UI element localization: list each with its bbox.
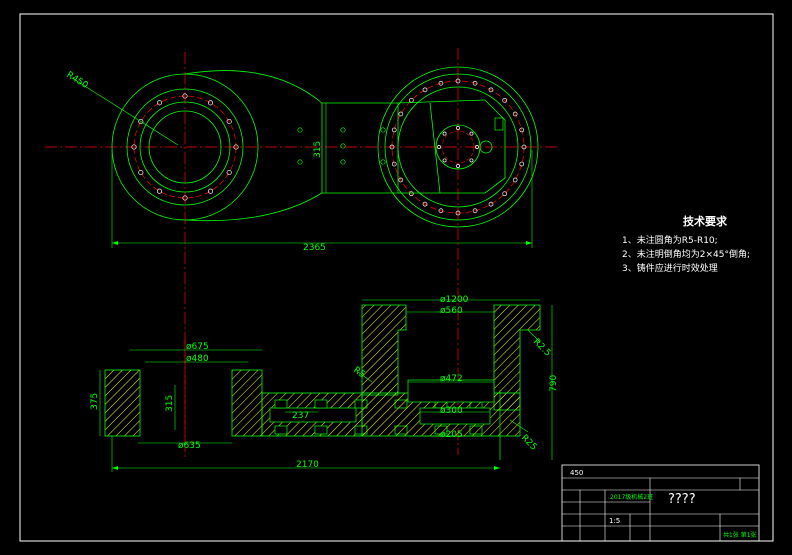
- arm-hole-icon: [297, 159, 303, 165]
- bolt-hole-icon: [502, 97, 508, 103]
- dim-d472-label: ø472: [440, 374, 463, 384]
- right-tower-section: [361, 304, 407, 396]
- bolt-hole-icon: [389, 144, 395, 150]
- right-inner-bolt-holes: [437, 126, 479, 168]
- bolt-hole-icon: [437, 145, 441, 149]
- bolt-hole-icon: [456, 164, 460, 168]
- bolt-hole-icon: [156, 188, 163, 194]
- arm-hole-icon: [380, 159, 386, 165]
- bolt-hole-icon: [512, 177, 518, 183]
- left-bolt-holes: [131, 93, 239, 201]
- bolt-hole-icon: [138, 118, 144, 125]
- dim-d480-label: ø480: [186, 354, 209, 364]
- title-block-top-label: 450: [570, 469, 583, 477]
- dim-237-label: 237: [292, 411, 309, 421]
- bolt-hole-icon: [398, 177, 404, 183]
- slot-hole: [274, 399, 288, 409]
- bolt-hole-icon: [422, 87, 428, 93]
- dim-r2-5-label: R2.5: [531, 337, 553, 359]
- bolt-hole-icon: [519, 127, 525, 133]
- title-block-title: ????: [668, 492, 696, 507]
- dim-d205-label: ø205: [440, 430, 463, 440]
- bolt-hole-icon: [469, 158, 474, 163]
- arm-hole-icon: [340, 159, 346, 165]
- bolt-hole-icon: [438, 80, 444, 86]
- bolt-hole-icon: [156, 100, 163, 106]
- right-boss-outer: [377, 66, 539, 228]
- tech-note-1: 1、未注圆角为R5-R10;: [622, 234, 718, 246]
- bolt-hole-icon: [438, 208, 444, 214]
- bolt-hole-icon: [131, 144, 137, 150]
- bolt-hole-icon: [391, 127, 397, 133]
- bolt-hole-icon: [391, 161, 397, 167]
- bolt-hole-icon: [408, 191, 414, 197]
- arm-hole-icon: [297, 127, 303, 133]
- bolt-hole-icon: [207, 188, 214, 194]
- bolt-hole-icon: [442, 131, 447, 136]
- arm-mounting-holes: [297, 127, 386, 165]
- title-block-sheet: 共1张 第1张: [723, 531, 757, 539]
- bolt-hole-icon: [472, 80, 478, 86]
- arm-hole-icon: [340, 143, 346, 149]
- bolt-hole-icon: [398, 111, 404, 117]
- slot-hole: [314, 425, 328, 435]
- bolt-hole-icon: [519, 161, 525, 167]
- tech-note-2: 2、未注明倒角均为2×45°倒角;: [622, 248, 750, 260]
- dim-790-label: 790: [549, 375, 559, 392]
- title-block-scale: 1:5: [609, 517, 620, 525]
- dim-r25-label: R25: [519, 433, 539, 453]
- bolt-hole-icon: [442, 158, 447, 163]
- dim-2170-label: 2170: [296, 460, 319, 470]
- drawing-border: [19, 13, 774, 542]
- bolt-hole-icon: [138, 169, 144, 176]
- bolt-hole-icon: [226, 118, 232, 125]
- bolt-hole-icon: [226, 169, 232, 176]
- dim-315-section-label: 315: [165, 395, 175, 412]
- tech-notes-title: 技术要求: [683, 214, 728, 228]
- dim-d560-label: ø560: [440, 306, 463, 316]
- dim-d300-label: ø300: [440, 406, 463, 416]
- left-boss-inner: [126, 88, 244, 206]
- dim-2365-label: 2365: [303, 243, 326, 253]
- slot-hole: [314, 399, 328, 409]
- bolt-hole-icon: [488, 201, 494, 207]
- bolt-hole-icon: [233, 144, 239, 150]
- bolt-hole-icon: [512, 111, 518, 117]
- section-view: ø1200 ø560 ø675 ø480 ø472 ø300 ø205 ø635…: [90, 295, 559, 472]
- dim-d1200-label: ø1200: [440, 295, 469, 305]
- arm-hole-icon: [340, 127, 346, 133]
- bolt-hole-icon: [408, 97, 414, 103]
- bolt-hole-icon: [455, 210, 461, 216]
- tech-note-3: 3、铸件应进行时效处理: [622, 262, 718, 274]
- bolt-hole-icon: [182, 195, 188, 201]
- right-bolt-holes: [389, 78, 527, 216]
- dim-r450-label: R450: [64, 70, 89, 91]
- bolt-hole-icon: [472, 208, 478, 214]
- bolt-hole-icon: [502, 191, 508, 197]
- bolt-hole-icon: [456, 126, 460, 130]
- arm-outline: [184, 70, 398, 222]
- technical-notes: 技术要求 1、未注圆角为R5-R10; 2、未注明倒角均为2×45°倒角; 3、…: [622, 214, 750, 274]
- dim-315-top-label: 315: [313, 141, 323, 158]
- bolt-hole-icon: [207, 100, 214, 106]
- bolt-hole-icon: [488, 87, 494, 93]
- bolt-hole-icon: [521, 144, 527, 150]
- dim-375-label: 375: [90, 393, 100, 410]
- arm-hole-icon: [380, 127, 386, 133]
- bolt-hole-icon: [469, 131, 474, 136]
- bolt-hole-icon: [475, 145, 479, 149]
- dim-d635-label: ø635: [178, 441, 201, 451]
- slot-hole: [274, 425, 288, 435]
- dim-d675-label: ø675: [186, 342, 209, 352]
- bolt-hole-icon: [422, 201, 428, 207]
- title-block-code: 2017级机械2班: [610, 493, 653, 501]
- title-block: 450 ???? 2017级机械2班 1:5 共1张 第1张: [561, 464, 760, 542]
- bolt-hole-icon: [182, 93, 188, 99]
- bolt-hole-icon: [455, 78, 461, 84]
